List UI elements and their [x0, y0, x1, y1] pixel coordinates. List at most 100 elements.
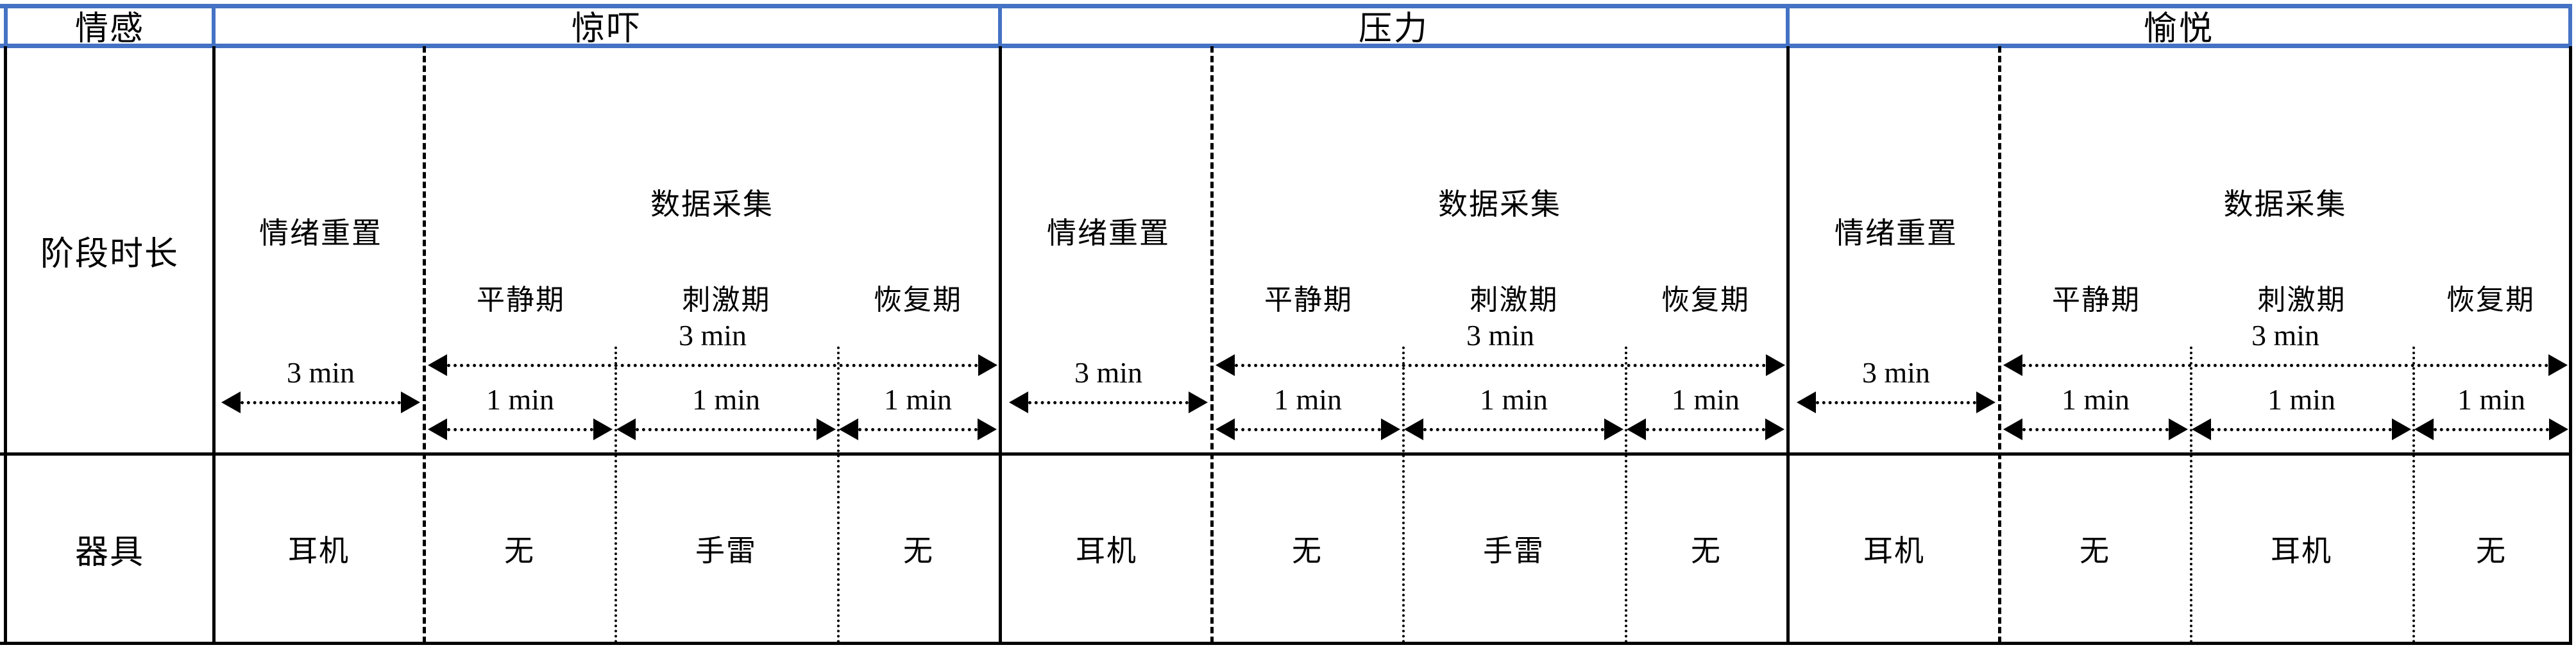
- arrow-head-right: [978, 354, 997, 376]
- arrow-line: [447, 427, 593, 431]
- header-label-emotion: 情感: [74, 10, 144, 47]
- apparatus-reset-2: 耳机: [1076, 535, 1137, 567]
- arrow-head-right: [817, 418, 836, 440]
- arrow-line: [2022, 427, 2169, 431]
- arrow-line: [447, 363, 978, 367]
- arrow-head-left: [1797, 391, 1816, 413]
- phase-label-1-2: 恢复期: [874, 284, 962, 316]
- arrow-head-left: [616, 418, 636, 440]
- apparatus-3-0: 无: [2080, 535, 2110, 567]
- right-border-body: [2569, 46, 2572, 644]
- phase-label-2-0: 平静期: [1264, 284, 1353, 316]
- collection-duration-label-2: 3 min: [1457, 321, 1544, 350]
- phase-duration-label-2-2: 1 min: [1662, 385, 1749, 415]
- col-divider-1-body: [212, 46, 216, 644]
- block-divider-2-header: [1786, 4, 1790, 46]
- arrow-head-right: [1604, 418, 1623, 440]
- apparatus-1-2: 无: [903, 535, 934, 567]
- arrow-head-right: [2392, 418, 2411, 440]
- phase-label-3-2: 恢复期: [2446, 284, 2535, 316]
- block-divider-2-body: [1786, 46, 1790, 644]
- collection-label-1: 数据采集: [650, 188, 774, 221]
- apparatus-3-2: 无: [2476, 535, 2507, 567]
- phase-divider-2b: [1625, 347, 1627, 643]
- phase-duration-label-1-2: 1 min: [874, 385, 962, 415]
- left-border-body: [4, 46, 7, 644]
- arrow-head-left: [1404, 418, 1423, 440]
- arrow-line: [1423, 427, 1604, 431]
- reset-duration-arrow-3: 3 min: [1797, 358, 1996, 413]
- collection-label-3: 数据采集: [2223, 188, 2347, 221]
- phase-duration-label-3-0: 1 min: [2052, 385, 2139, 415]
- arrow-head-right: [1189, 391, 1208, 413]
- table-bottom-border: [0, 642, 2572, 645]
- header-bottom-border: [0, 44, 2572, 48]
- phase-duration-label-2-0: 1 min: [1264, 385, 1352, 415]
- phase-label-2-2: 恢复期: [1661, 284, 1750, 316]
- group-title-emotion-3: 愉悦: [2143, 10, 2214, 47]
- group-title-emotion-1: 惊吓: [571, 10, 642, 47]
- phase-duration-arrow-1-2: 1 min: [839, 385, 997, 440]
- phase-duration-arrow-2-0: 1 min: [1216, 385, 1400, 440]
- arrow-head-left: [1216, 418, 1235, 440]
- reset-divider-3: [1998, 46, 2001, 643]
- table-top-border: [0, 4, 2572, 8]
- left-border-header: [4, 4, 8, 46]
- arrow-head-left: [428, 354, 447, 376]
- arrow-head-right: [1381, 418, 1400, 440]
- reset-label-2: 情绪重置: [1047, 217, 1170, 250]
- phase-divider-3a: [2190, 347, 2192, 643]
- col-divider-1-header: [212, 4, 216, 46]
- phase-duration-label-3-2: 1 min: [2448, 385, 2535, 415]
- phase-duration-arrow-2-2: 1 min: [1627, 385, 1784, 440]
- phase-duration-arrow-1-0: 1 min: [428, 385, 613, 440]
- block-divider-1-body: [999, 46, 1002, 644]
- apparatus-reset-3: 耳机: [1863, 535, 1925, 567]
- row-label-phase-duration: 阶段时长: [40, 236, 179, 273]
- reset-label-3: 情绪重置: [1835, 217, 1958, 250]
- apparatus-2-1: 手雷: [1483, 535, 1545, 567]
- phase-divider-1a: [614, 347, 617, 643]
- arrow-line: [241, 400, 401, 404]
- apparatus-reset-1: 耳机: [288, 535, 350, 567]
- arrow-head-right: [401, 391, 420, 413]
- collection-duration-label-3: 3 min: [2242, 321, 2329, 350]
- arrow-line: [858, 427, 978, 431]
- phase-duration-arrow-3-2: 1 min: [2414, 385, 2568, 440]
- arrow-head-left: [428, 418, 447, 440]
- arrow-head-left: [1627, 418, 1646, 440]
- phase-label-2-1: 刺激期: [1470, 284, 1559, 316]
- phase-row-bottom-border: [0, 452, 2572, 456]
- arrow-head-left: [2003, 418, 2022, 440]
- reset-duration-arrow-2: 3 min: [1009, 358, 1208, 413]
- apparatus-2-2: 无: [1691, 535, 1722, 567]
- row-label-apparatus: 器具: [74, 534, 144, 571]
- phase-label-3-0: 平静期: [2052, 284, 2140, 316]
- arrow-line: [2434, 427, 2549, 431]
- arrow-head-right: [1765, 418, 1784, 440]
- phase-label-1-1: 刺激期: [682, 284, 771, 316]
- phase-duration-label-2-1: 1 min: [1470, 385, 1557, 415]
- phase-duration-arrow-3-1: 1 min: [2192, 385, 2411, 440]
- phase-divider-3b: [2412, 347, 2415, 643]
- phase-divider-2a: [1402, 347, 1405, 643]
- collection-duration-arrow-3: 3 min: [2003, 321, 2568, 376]
- block-divider-1-header: [998, 4, 1002, 46]
- arrow-line: [1235, 363, 1766, 367]
- arrow-head-right: [2549, 418, 2568, 440]
- collection-duration-arrow-2: 3 min: [1216, 321, 1785, 376]
- reset-duration-label-1: 3 min: [277, 358, 364, 388]
- apparatus-3-1: 耳机: [2271, 535, 2332, 567]
- reset-divider-2: [1210, 46, 1214, 643]
- phase-duration-label-3-1: 1 min: [2258, 385, 2345, 415]
- reset-divider-1: [423, 46, 426, 643]
- phase-label-3-1: 刺激期: [2257, 284, 2346, 316]
- arrow-line: [1028, 400, 1189, 404]
- arrow-line: [1235, 427, 1381, 431]
- reset-duration-label-3: 3 min: [1852, 358, 1940, 388]
- arrow-head-left: [1009, 391, 1028, 413]
- reset-duration-label-2: 3 min: [1065, 358, 1152, 388]
- right-border-header: [2568, 4, 2572, 46]
- apparatus-2-0: 无: [1292, 535, 1323, 567]
- phase-duration-label-1-0: 1 min: [477, 385, 564, 415]
